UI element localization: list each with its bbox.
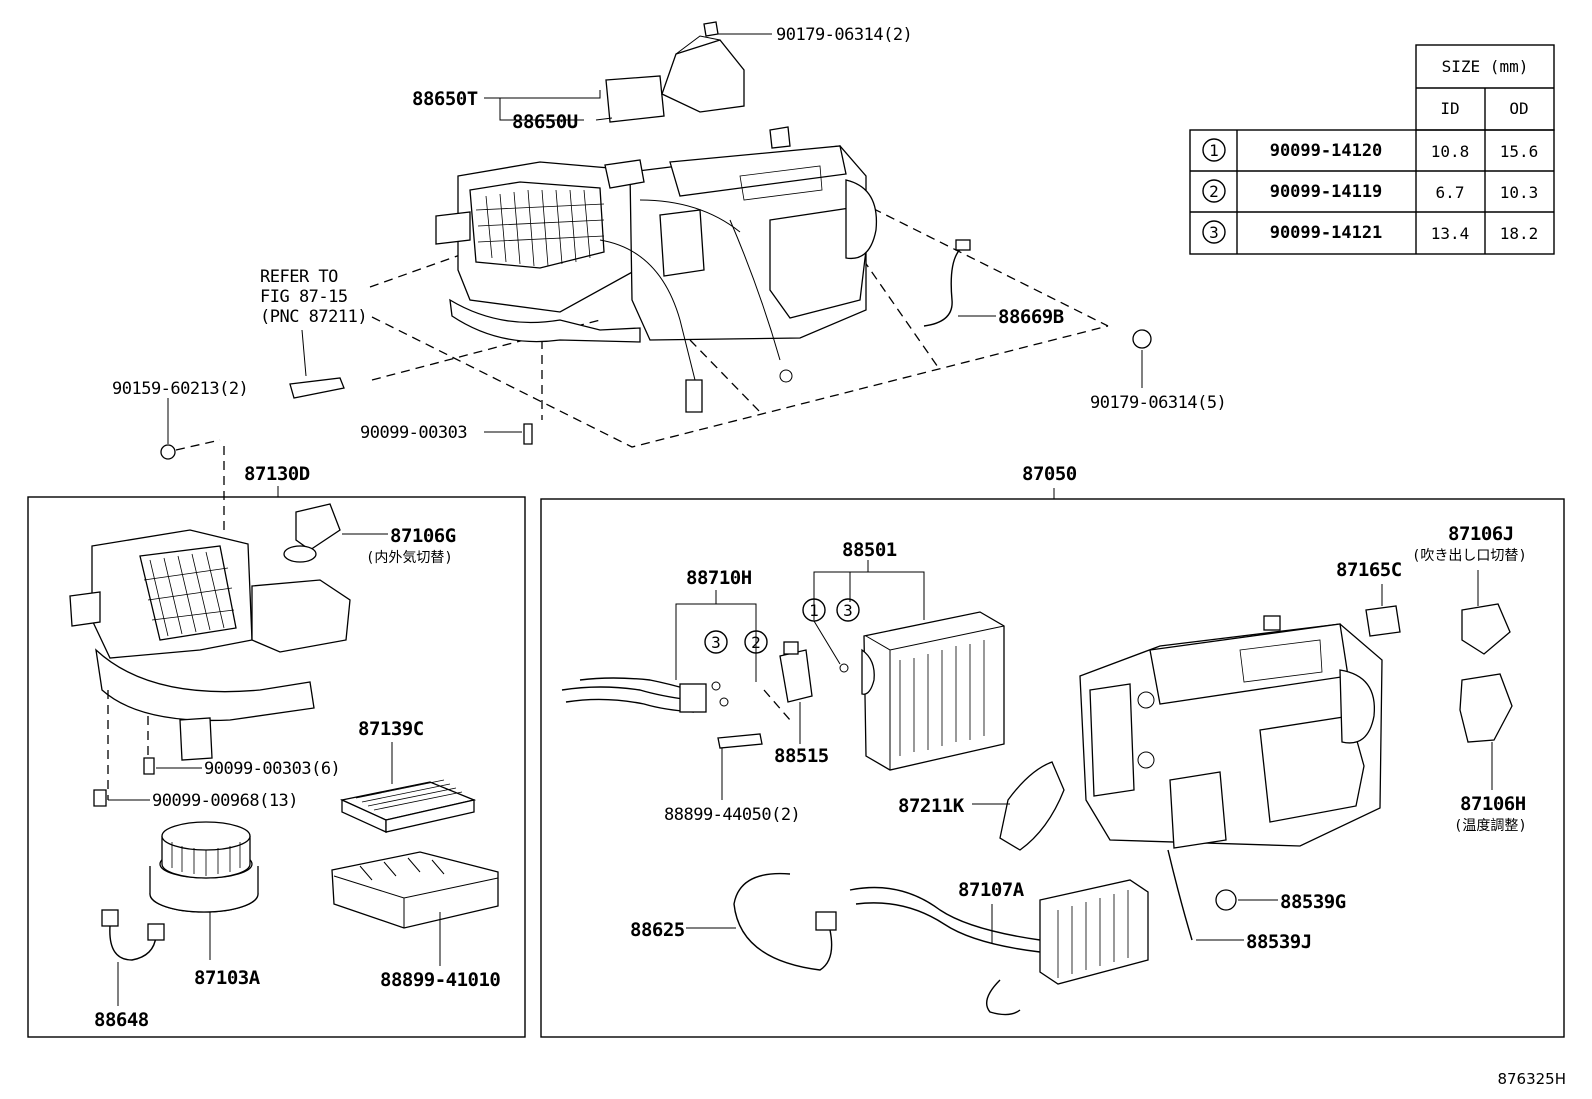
- bolt-88899-44050-icon: [717, 733, 763, 749]
- label-87106H-note: (温度調整): [1454, 818, 1527, 834]
- part-88650-illustration: [605, 21, 745, 123]
- actuator-87106G-illustration: [283, 503, 341, 563]
- evaporator-88501-illustration: [861, 611, 1005, 771]
- label-88650T: 88650T: [412, 88, 478, 110]
- size-row-1-part: 90099-14120: [1270, 141, 1383, 161]
- size-row-2-id: 6.7: [1436, 183, 1465, 202]
- size-row-1-id: 10.8: [1431, 142, 1470, 161]
- grommet-88539G-icon: [1215, 889, 1237, 911]
- mark-3-88501: 3: [843, 601, 853, 620]
- label-87211K: 87211K: [898, 795, 965, 817]
- actuator-87106H-icon: [1459, 673, 1513, 743]
- label-87106H: 87106H: [1460, 793, 1526, 815]
- left-box-87130D: 87130D 87106G (内外気切替) 90099-00303(6) 900…: [27, 446, 526, 1038]
- label-88710H: 88710H: [686, 567, 752, 589]
- wire-88625-illustration: [733, 872, 837, 971]
- heater-core-87107A-illustration: [849, 879, 1149, 1016]
- label-90179-06314-5: 90179-06314(5): [1090, 393, 1226, 413]
- label-88899-44050-2: 88899-44050(2): [664, 805, 800, 825]
- size-row-3-mark: 3: [1209, 223, 1219, 242]
- right-box-title: 87050: [1022, 463, 1077, 485]
- duct-87211K-illustration: [999, 761, 1065, 851]
- refer-note-line2: FIG 87-15: [260, 287, 348, 307]
- label-87103A: 87103A: [194, 967, 261, 989]
- label-88648: 88648: [94, 1009, 149, 1031]
- diagram-id: 876325H: [1497, 1070, 1566, 1088]
- size-row-2-mark: 2: [1209, 182, 1219, 201]
- label-87106J-note: (吹き出し口切替): [1412, 548, 1527, 564]
- label-87106G-note: (内外気切替): [366, 550, 453, 566]
- label-88539J: 88539J: [1246, 931, 1312, 953]
- label-87165C: 87165C: [1336, 559, 1402, 581]
- mark-2-88710H: 2: [751, 633, 761, 652]
- size-table-header: SIZE (mm): [1442, 57, 1529, 76]
- size-row-3-od: 18.2: [1500, 224, 1539, 243]
- hose-88539J-icon: [1167, 849, 1193, 941]
- actuator-87106J-icon: [1461, 603, 1511, 655]
- top-assembly: 90179-06314(2) 88650T 88650U 88669B 9017…: [112, 21, 1227, 460]
- refer-note-line3: (PNC 87211): [260, 307, 367, 327]
- size-row-3-id: 13.4: [1431, 224, 1470, 243]
- label-90099-00968-13: 90099-00968(13): [152, 791, 298, 811]
- label-87106G: 87106G: [390, 525, 456, 547]
- label-90099-00303: 90099-00303: [360, 423, 467, 443]
- blower-housing-illustration: [69, 529, 351, 761]
- part-88669B-illustration: [923, 239, 971, 327]
- label-88501: 88501: [842, 539, 897, 561]
- label-88539G: 88539G: [1280, 891, 1346, 913]
- size-table-col-id: ID: [1440, 99, 1459, 118]
- size-row-1-mark: 1: [1209, 141, 1219, 160]
- hvac-case-illustration: [1079, 615, 1383, 849]
- valve-88515-illustration: [779, 641, 813, 703]
- label-90099-00303-6: 90099-00303(6): [204, 759, 340, 779]
- filter-87139C-illustration: [339, 779, 477, 834]
- label-90159-60213-2: 90159-60213(2): [112, 379, 248, 399]
- wire-88648-illustration: [101, 909, 165, 961]
- label-88669B: 88669B: [998, 306, 1064, 328]
- screw-90099-00303-icon: [143, 757, 155, 775]
- label-87139C: 87139C: [358, 718, 424, 740]
- mark-1-88501: 1: [809, 601, 819, 620]
- screw-90099-00968-icon: [93, 789, 107, 807]
- left-box-title: 87130D: [244, 463, 310, 485]
- size-row-2-part: 90099-14119: [1270, 182, 1383, 202]
- pipe-88710H-illustration: [561, 677, 729, 713]
- blower-motor-87103A-illustration: [149, 821, 259, 913]
- duct-87211-icon: [289, 377, 345, 399]
- case-88899-41010-illustration: [331, 851, 499, 929]
- sensor-87165C-icon: [1365, 605, 1401, 637]
- right-box-87050: 87050 88710H 3 2 88515 88899-44050(2): [540, 463, 1565, 1038]
- refer-note-line1: REFER TO: [260, 267, 338, 287]
- size-table: SIZE (mm) ID OD 1 2 3 90099-14120 90099-…: [1189, 44, 1555, 255]
- label-88625: 88625: [630, 919, 685, 941]
- label-90179-06314-2: 90179-06314(2): [776, 25, 912, 45]
- hvac-unit-illustration: [435, 126, 878, 413]
- size-row-1-od: 15.6: [1500, 142, 1539, 161]
- label-88515: 88515: [774, 745, 829, 767]
- screw-90099-icon: [523, 423, 533, 445]
- size-row-3-part: 90099-14121: [1270, 223, 1383, 243]
- mark-3-88710H: 3: [711, 633, 721, 652]
- size-row-2-od: 10.3: [1500, 183, 1539, 202]
- label-87106J: 87106J: [1448, 523, 1514, 545]
- size-table-col-od: OD: [1509, 99, 1528, 118]
- screw-90159-icon: [160, 444, 176, 460]
- label-88650U: 88650U: [512, 111, 578, 133]
- clip-icon: [1132, 329, 1152, 349]
- label-88899-41010: 88899-41010: [380, 969, 500, 991]
- label-87107A: 87107A: [958, 879, 1025, 901]
